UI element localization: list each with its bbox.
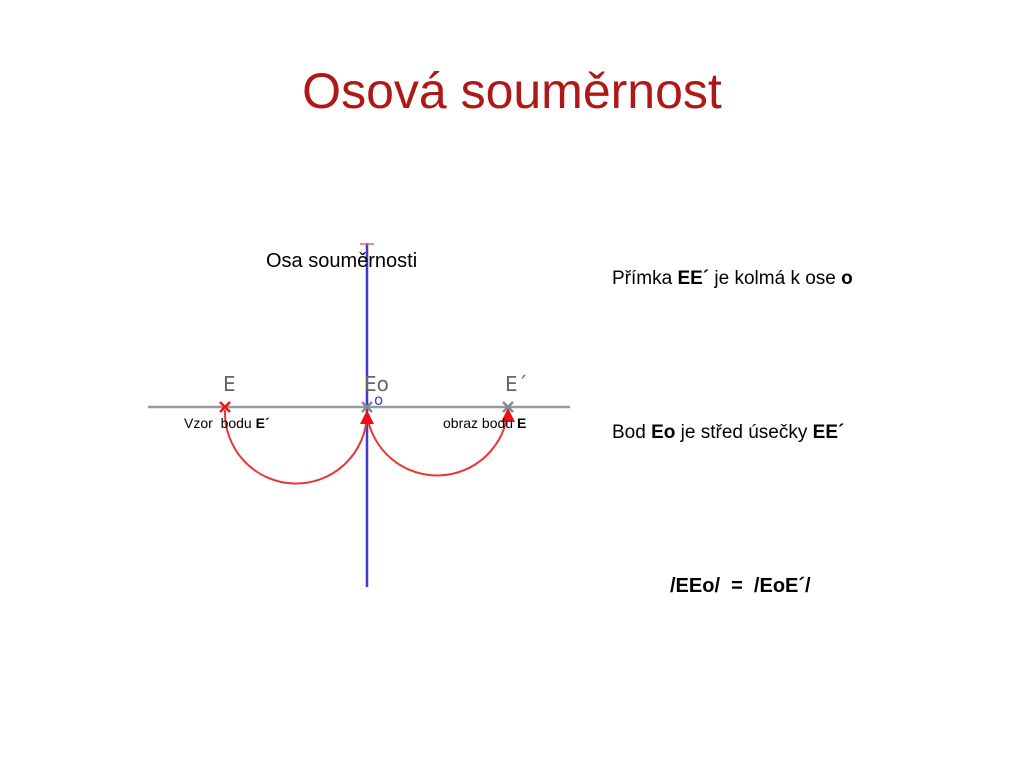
label-e: E (223, 372, 236, 396)
s2-a: Bod (612, 422, 652, 443)
s1-b: EE´ (677, 268, 710, 289)
right-caption-bold: E (516, 415, 527, 431)
label-eo: Eo (364, 372, 389, 396)
statement-equality: /EEo/ = /EoE´/ (670, 575, 811, 598)
point-eo-marker (361, 401, 373, 413)
statement-perpendicular: Přímka EE´ je kolmá k ose o (612, 268, 853, 290)
s1-c: je kolmá k ose (709, 268, 842, 289)
left-arc (223, 409, 368, 485)
left-caption-bold: E´ (255, 415, 270, 431)
point-e-marker (219, 401, 231, 413)
label-e-prime: E´ (505, 372, 528, 396)
s2-d: EE´ (812, 422, 845, 443)
right-caption-text: obraz bodu (443, 415, 517, 431)
arrowhead-center (360, 410, 374, 424)
statement-midpoint: Bod Eo je střed úsečky EE´ (612, 422, 844, 444)
slide-title: Osová souměrnost (302, 63, 722, 119)
left-caption: Vzor bodu E´ (184, 415, 270, 431)
left-caption-text: Vzor bodu (184, 415, 256, 431)
s2-b: Eo (651, 422, 676, 443)
s1-d: o (841, 268, 853, 289)
s1-a: Přímka (612, 268, 678, 289)
right-caption: obraz bodu E (443, 415, 526, 431)
s3: /EEo/ = /EoE´/ (670, 575, 811, 597)
label-axis-o: o (374, 391, 383, 409)
arrowhead-right (501, 408, 515, 422)
s2-c: je střed úsečky (675, 422, 813, 443)
point-e-prime-marker (502, 401, 514, 413)
axis-caption: Osa souměrnosti (266, 250, 418, 272)
right-arc (366, 409, 509, 477)
